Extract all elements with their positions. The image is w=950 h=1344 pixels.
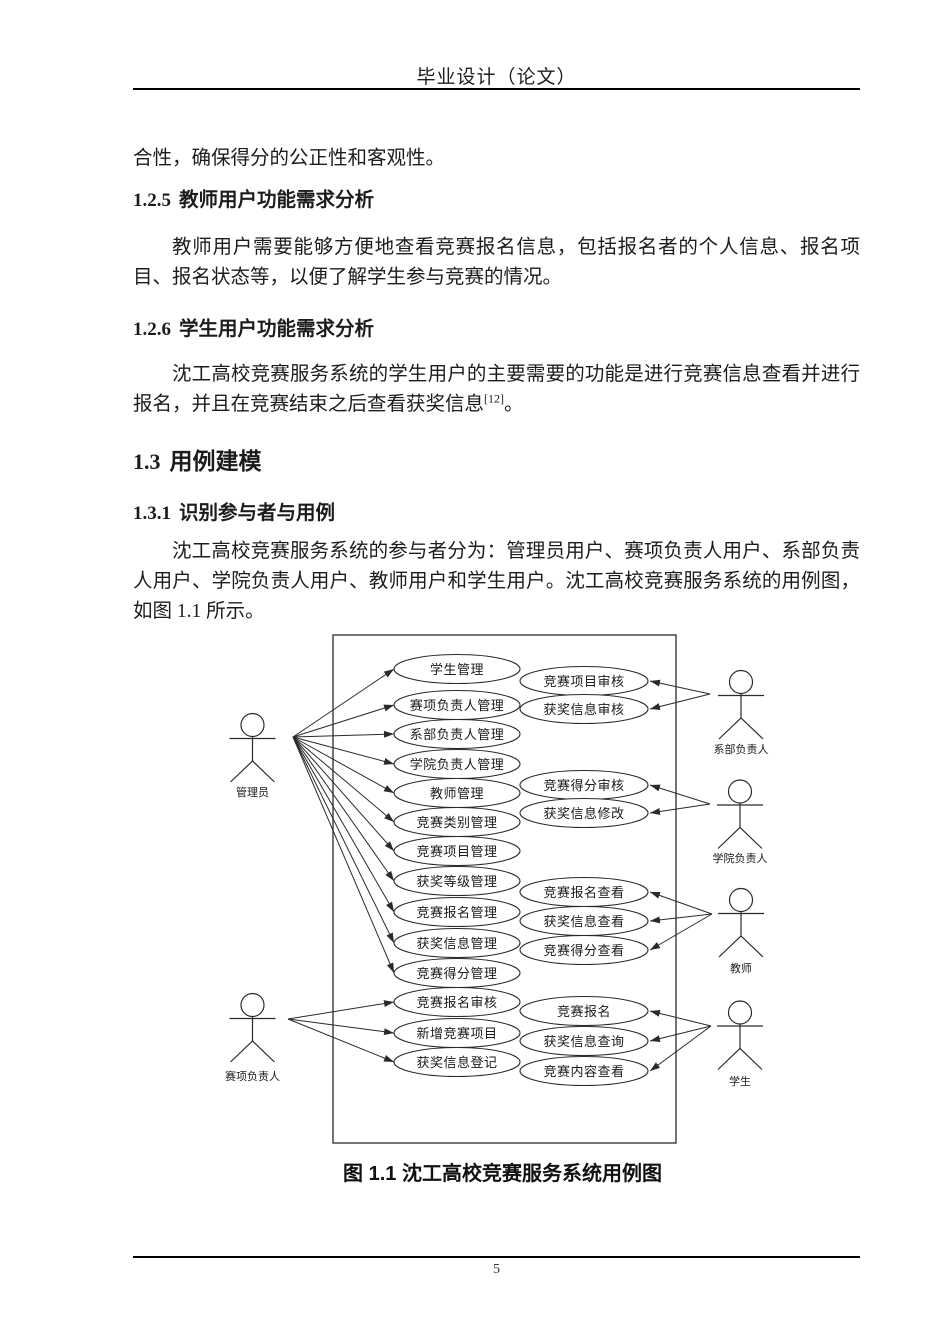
usecase-award-level-mgmt: 获奖等级管理 (393, 865, 521, 897)
usecase-label: 获奖信息修改 (543, 806, 624, 821)
actor-label: 教师 (730, 962, 752, 975)
left-usecase-column: 学生管理 赛项负责人管理 系部负责人管理 学院负责人管理 教师管理 竞赛类别管理… (393, 653, 521, 1078)
usecase-project-mgmt: 竞赛项目管理 (393, 835, 521, 867)
paragraph-text-end: 。 (504, 394, 524, 415)
usecase-new-project: 新增竞赛项目 (393, 1017, 521, 1049)
college-head-association-arrows (649, 784, 711, 815)
usecase-label: 竞赛得分查看 (543, 943, 624, 958)
actor-department-head: 系部负责人 (714, 669, 769, 756)
usecase-label: 获奖信息登记 (416, 1055, 497, 1070)
actor-label: 学院负责人 (713, 851, 768, 865)
actor-label: 系部负责人 (714, 742, 769, 756)
actor-teacher: 教师 (718, 887, 764, 975)
usecase-label: 竞赛得分管理 (416, 966, 497, 981)
heading-number: 1.3.1 (133, 503, 171, 524)
usecase-label: 竞赛项目管理 (416, 844, 497, 859)
actor-contest-manager: 赛项负责人 (225, 992, 280, 1083)
usecase-label: 学院负责人管理 (410, 757, 505, 772)
paragraph-teacher-needs: 教师用户需要能够方便地查看竞赛报名信息，包括报名者的个人信息、报名项目、报名状态… (133, 237, 860, 288)
heading-text: 学生用户功能需求分析 (179, 318, 375, 340)
right-usecase-column: 竞赛项目审核 获奖信息审核 竞赛得分审核 获奖信息修改 竞赛报名查看 获奖信息查… (519, 665, 649, 1087)
footer-rule (133, 1256, 860, 1258)
heading-1-3-1: 1.3.1 识别参与者与用例 (133, 499, 860, 528)
usecase-label: 赛项负责人管理 (410, 698, 505, 713)
usecase-label: 获奖信息管理 (416, 936, 497, 951)
actor-admin: 管理员 (229, 712, 276, 799)
heading-text: 识别参与者与用例 (179, 502, 336, 524)
usecase-award-register: 获奖信息登记 (393, 1046, 521, 1078)
usecase-score-audit: 竞赛得分审核 (519, 769, 649, 801)
usecase-signup-mgmt: 竞赛报名管理 (393, 896, 521, 928)
header-rule (133, 88, 860, 90)
usecase-contest-manager-mgmt: 赛项负责人管理 (393, 689, 521, 721)
usecase-label: 竞赛报名审核 (416, 995, 497, 1010)
heading-text: 用例建模 (169, 448, 262, 474)
usecase-award-view: 获奖信息查看 (519, 905, 649, 937)
usecase-teacher-mgmt: 教师管理 (393, 777, 521, 809)
usecase-contest-signup: 竞赛报名 (519, 995, 649, 1027)
figure-caption: 图 1.1 沈工高校竞赛服务系统用例图 (343, 1163, 662, 1185)
usecase-student-mgmt: 学生管理 (393, 653, 521, 685)
usecase-label: 竞赛项目审核 (543, 674, 624, 689)
usecase-score-view: 竞赛得分查看 (519, 934, 649, 966)
heading-number: 1.3 (133, 449, 161, 474)
usecase-project-audit: 竞赛项目审核 (519, 665, 649, 697)
heading-number: 1.2.6 (133, 319, 171, 340)
usecase-signup-view: 竞赛报名查看 (519, 876, 649, 908)
usecase-label: 获奖信息查看 (543, 914, 624, 929)
heading-1-2-5: 1.2.5 教师用户功能需求分析 (133, 186, 860, 215)
page-header-title: 毕业设计（论文） (416, 67, 577, 88)
heading-1-3: 1.3 用例建模 (133, 445, 860, 478)
usecase-signup-review: 竞赛报名审核 (393, 986, 521, 1018)
usecase-label: 竞赛得分审核 (543, 778, 624, 793)
usecase-category-mgmt: 竞赛类别管理 (393, 806, 521, 838)
actor-label: 管理员 (236, 785, 269, 799)
usecase-label: 竞赛类别管理 (416, 815, 497, 830)
page-number: 5 (493, 1262, 500, 1277)
citation-ref: [12] (484, 391, 505, 406)
paragraph-continuation-line: 合性，确保得分的公正性和客观性。 (133, 148, 446, 169)
usecase-award-info-mgmt: 获奖信息管理 (393, 927, 521, 959)
usecase-award-query: 获奖信息查询 (519, 1025, 649, 1057)
student-association-arrows (649, 1009, 712, 1072)
usecase-label: 教师管理 (430, 786, 484, 801)
usecase-label: 获奖信息查询 (543, 1034, 624, 1049)
paragraph-student-needs: 沈工高校竞赛服务系统的学生用户的主要需要的功能是进行竞赛信息查看并进行报名，并且… (133, 360, 860, 420)
system-boundary-box (332, 634, 677, 1144)
usecase-score-mgmt: 竞赛得分管理 (393, 957, 521, 989)
admin-association-arrows (292, 668, 395, 974)
usecase-content-view: 竞赛内容查看 (519, 1055, 649, 1087)
actor-label: 赛项负责人 (225, 1069, 280, 1083)
teacher-association-arrows (649, 891, 713, 951)
usecase-label: 竞赛报名管理 (416, 905, 497, 920)
actor-college-head: 学院负责人 (713, 779, 768, 865)
heading-number: 1.2.5 (133, 190, 171, 211)
usecase-label: 获奖等级管理 (416, 874, 497, 889)
usecase-label: 获奖信息审核 (543, 702, 624, 717)
department-head-association-arrows (649, 679, 711, 710)
usecase-label: 学生管理 (430, 662, 484, 677)
usecase-label: 新增竞赛项目 (416, 1026, 497, 1041)
usecase-label: 竞赛报名 (557, 1004, 611, 1019)
usecase-award-audit: 获奖信息审核 (519, 693, 649, 725)
usecase-label: 系部负责人管理 (410, 727, 505, 742)
actor-label: 学生 (729, 1074, 751, 1088)
heading-text: 教师用户功能需求分析 (179, 189, 375, 211)
actor-student: 学生 (717, 1000, 763, 1088)
paragraph-text: 沈工高校竞赛服务系统的学生用户的主要需要的功能是进行竞赛信息查看并进行报名，并且… (133, 364, 860, 415)
usecase-college-head-mgmt: 学院负责人管理 (393, 748, 521, 780)
contest-manager-association-arrows (287, 1000, 395, 1063)
heading-1-2-6: 1.2.6 学生用户功能需求分析 (133, 315, 860, 344)
usecase-label: 竞赛内容查看 (543, 1064, 624, 1079)
use-case-diagram: 学生管理 赛项负责人管理 系部负责人管理 学院负责人管理 教师管理 竞赛类别管理… (225, 634, 769, 1144)
usecase-label: 竞赛报名查看 (543, 885, 624, 900)
paragraph-actors-intro: 沈工高校竞赛服务系统的参与者分为：管理员用户、赛项负责人用户、系部负责人用户、学… (133, 541, 860, 622)
usecase-dept-head-mgmt: 系部负责人管理 (393, 718, 521, 750)
usecase-award-modify: 获奖信息修改 (519, 797, 649, 829)
